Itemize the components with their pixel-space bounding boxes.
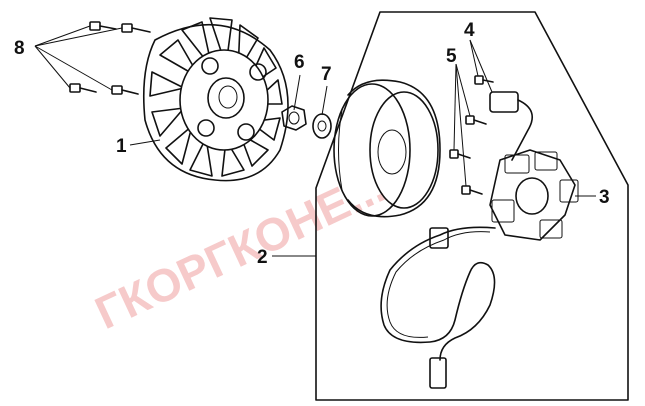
fan-flywheel[interactable]	[142, 17, 289, 182]
callout-6: 6	[294, 52, 305, 73]
screw-group-5[interactable]	[449, 75, 494, 195]
assembly-frame	[315, 11, 629, 401]
callout-4: 4	[464, 20, 475, 41]
pickup-sensor-4[interactable]	[489, 91, 534, 161]
callout-8: 8	[14, 38, 25, 59]
callout-2: 2	[257, 247, 268, 268]
wire-harness[interactable]	[380, 226, 496, 389]
bolt-group-8[interactable]	[69, 21, 151, 95]
callout-3: 3	[599, 187, 610, 208]
washer-7[interactable]	[312, 113, 332, 139]
watermark-text: ГКОРГКОНЕ...	[87, 160, 392, 339]
callout-7: 7	[321, 64, 332, 85]
callout-5: 5	[446, 46, 457, 67]
stator-coil-3[interactable]	[489, 149, 579, 241]
leader-lines	[34, 25, 596, 257]
nut-6[interactable]	[281, 105, 307, 131]
callout-1: 1	[116, 136, 127, 157]
rotor-flywheel-2[interactable]	[333, 79, 441, 218]
